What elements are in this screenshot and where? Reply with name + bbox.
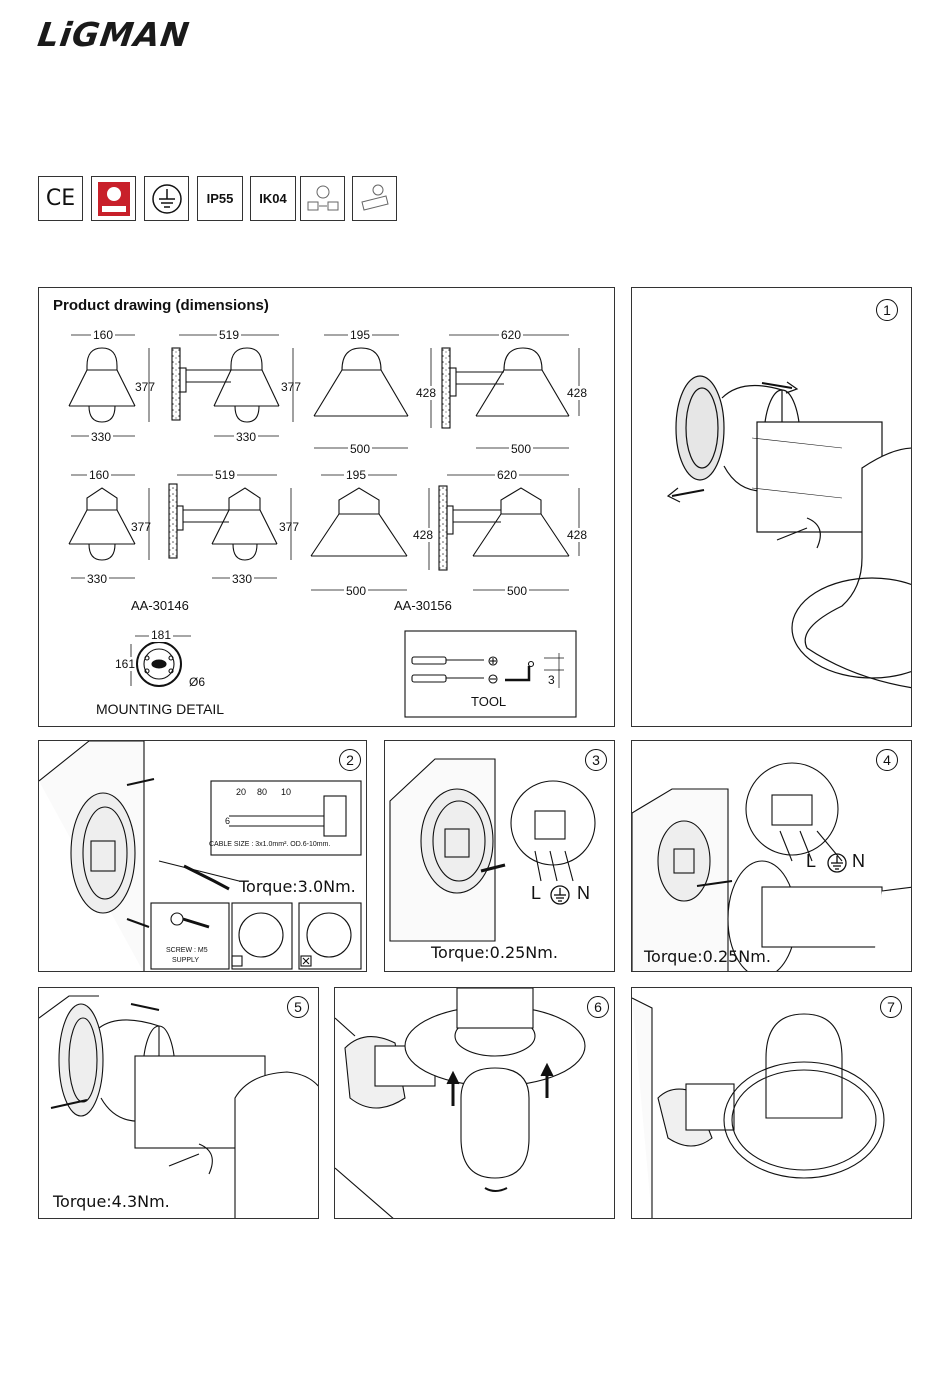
dim-r2-a-bottom: 330 bbox=[85, 572, 110, 586]
step-6-illustration bbox=[335, 988, 586, 1218]
earth-icon bbox=[827, 853, 847, 873]
step-3-panel: 3 L N Torque:0.25Nm. bbox=[384, 740, 615, 972]
mounting-width: 181 bbox=[149, 628, 174, 642]
dim-r1-c-top: 195 bbox=[348, 328, 373, 342]
step-2-panel: 2 20 80 10 6 CABLE SIZE : 3x1.0mm². OD.6… bbox=[38, 740, 367, 972]
screw-spec-line-2: SUPPLY bbox=[172, 957, 200, 964]
dim-r2-d-bottom: 500 bbox=[505, 584, 530, 598]
dim-r1-d-right-height: 428 bbox=[567, 386, 588, 400]
torque-value: Torque:0.25Nm. bbox=[644, 947, 771, 966]
dim-r2-d-top: 620 bbox=[495, 468, 520, 482]
dim-r2-a-height: 377 bbox=[131, 520, 152, 534]
allen-key-size: 3 bbox=[548, 673, 555, 687]
strip-length-c: 10 bbox=[281, 787, 292, 797]
cable-size-note: CABLE SIZE : 3x1.0mm². OD.6-10mm. bbox=[209, 841, 331, 848]
strip-length-d: 6 bbox=[225, 816, 231, 826]
dim-r1-d-bottom: 500 bbox=[509, 442, 534, 456]
earth-icon bbox=[550, 885, 570, 905]
rotation-adjust-icon bbox=[300, 176, 345, 221]
torque-value: Torque:3.0Nm. bbox=[239, 877, 356, 896]
step-number: 2 bbox=[339, 749, 361, 771]
dim-r2-b-top: 519 bbox=[213, 468, 238, 482]
strip-length-b: 80 bbox=[257, 787, 268, 797]
step-number: 7 bbox=[880, 996, 902, 1018]
wire-neutral-label: N bbox=[577, 883, 590, 903]
step-4-illustration bbox=[632, 762, 911, 971]
dim-r1-a-bottom: 330 bbox=[89, 430, 114, 444]
wire-live-label: L bbox=[806, 851, 817, 871]
cert-label-ik: IK04 bbox=[259, 191, 287, 206]
step-5-illustration bbox=[39, 995, 318, 1218]
mounting-hole-diameter: Ø6 bbox=[189, 675, 206, 689]
step-1-panel: 1 bbox=[631, 287, 912, 727]
model-label-right: AA-30156 bbox=[394, 598, 452, 613]
step-7-panel: 7 bbox=[631, 987, 912, 1219]
mounting-height: 161 bbox=[115, 657, 136, 671]
cert-label-ip: IP55 bbox=[206, 191, 234, 206]
step-number: 3 bbox=[585, 749, 607, 771]
earth-class-icon bbox=[144, 176, 189, 221]
ik-rating-icon: IK04 bbox=[250, 176, 296, 221]
dim-r1-b-top: 519 bbox=[217, 328, 242, 342]
screw-spec-line-1: SCREW : M5 bbox=[166, 947, 208, 954]
step-number: 6 bbox=[587, 996, 609, 1018]
step-2-illustration bbox=[39, 741, 362, 971]
dim-r2-c-left-height: 428 bbox=[413, 528, 434, 542]
fixture-variant-icon bbox=[352, 176, 397, 221]
tool-label: TOOL bbox=[471, 694, 507, 709]
product-drawing-title: Product drawing (dimensions) bbox=[53, 297, 269, 314]
step-7-illustration bbox=[632, 997, 885, 1218]
dim-r2-a-top: 160 bbox=[87, 468, 112, 482]
step-number: 5 bbox=[287, 996, 309, 1018]
step-1-illustration bbox=[666, 375, 911, 689]
mounting-detail-label: MOUNTING DETAIL bbox=[96, 701, 225, 717]
brand-logo: LiGMAN bbox=[35, 15, 193, 54]
dim-r1-a-top: 160 bbox=[91, 328, 116, 342]
step-6-panel: 6 bbox=[334, 987, 615, 1219]
dim-r2-d-right-height: 428 bbox=[567, 528, 588, 542]
dim-r2-b-bottom: 330 bbox=[230, 572, 255, 586]
dim-r2-c-bottom: 500 bbox=[344, 584, 369, 598]
step-3-illustration bbox=[389, 758, 596, 942]
dim-r1-c-bottom: 500 bbox=[348, 442, 373, 456]
wire-live-label: L bbox=[531, 883, 542, 903]
wire-neutral-label: N bbox=[852, 851, 865, 871]
torque-value: Torque:0.25Nm. bbox=[431, 943, 558, 962]
model-label-left: AA-30146 bbox=[131, 598, 189, 613]
cert-label-ce: CE bbox=[45, 186, 76, 211]
ce-mark-icon: CE bbox=[38, 176, 83, 221]
product-drawing-panel: Product drawing (dimensions) bbox=[38, 287, 615, 727]
step-number: 4 bbox=[876, 749, 898, 771]
dim-r1-b-bottom: 330 bbox=[234, 430, 259, 444]
step-4-panel: 4 L N Torque:0.25Nm. bbox=[631, 740, 912, 972]
quality-mark-icon bbox=[91, 176, 136, 221]
ip-rating-icon: IP55 bbox=[197, 176, 243, 221]
dim-r2-b-height: 377 bbox=[279, 520, 300, 534]
dim-r2-c-top: 195 bbox=[344, 468, 369, 482]
dim-r1-b-height: 377 bbox=[281, 380, 302, 394]
dim-r1-c-left-height: 428 bbox=[416, 386, 437, 400]
dim-r1-d-top: 620 bbox=[499, 328, 524, 342]
dim-r1-a-height: 377 bbox=[135, 380, 156, 394]
torque-value: Torque:4.3Nm. bbox=[53, 1192, 170, 1211]
step-number: 1 bbox=[876, 299, 898, 321]
strip-length-a: 20 bbox=[236, 787, 247, 797]
step-5-panel: 5 Torque:4.3Nm. bbox=[38, 987, 319, 1219]
